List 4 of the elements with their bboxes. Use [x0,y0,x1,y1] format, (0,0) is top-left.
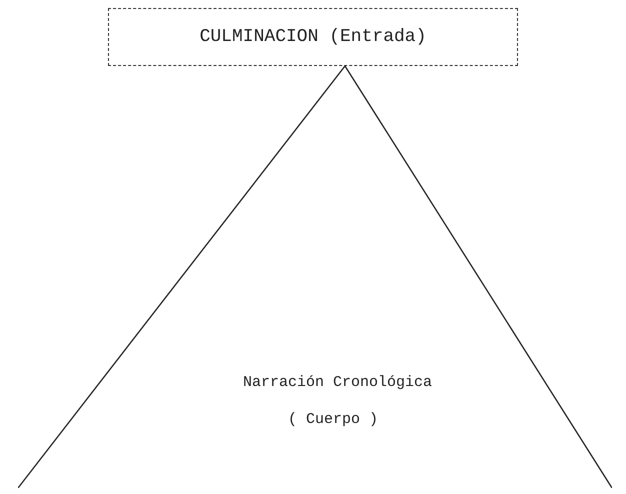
box-title: CULMINACION (Entrada) [200,26,426,48]
triangle-subtitle: ( Cuerpo ) [288,410,378,430]
triangle-title: Narración Cronológica [243,373,432,393]
dashed-box [108,8,518,66]
